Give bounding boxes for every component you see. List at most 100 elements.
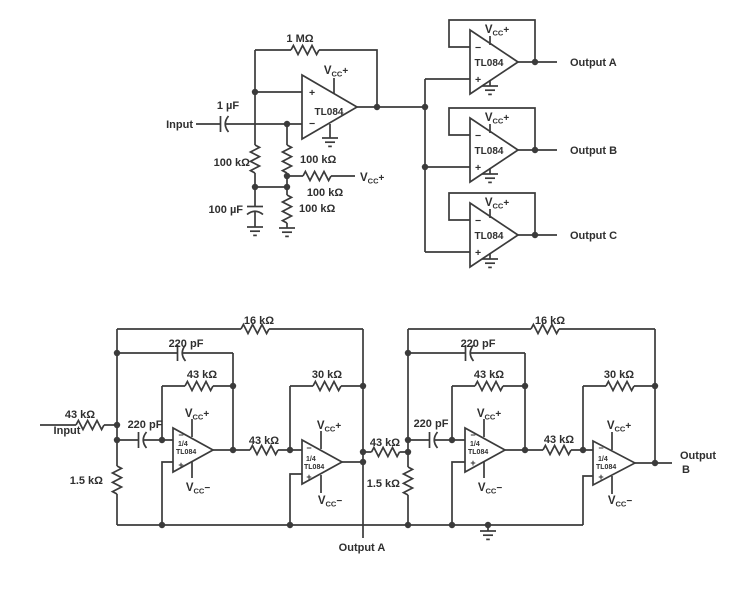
wire-bot-30k-1 bbox=[289, 385, 363, 450]
opamp-1 bbox=[172, 426, 215, 474]
pin-plus-buffer-b: + bbox=[475, 162, 481, 174]
label-43k-fb-1: 43 kΩ bbox=[187, 369, 217, 381]
part-label-buffer-c: TL084 bbox=[475, 231, 504, 242]
pin-minus-op4: − bbox=[598, 443, 603, 453]
label-43k-series-3: 43 kΩ bbox=[544, 434, 574, 446]
label-43k-series-2: 43 kΩ bbox=[370, 437, 400, 449]
label-output-b-top: Output B bbox=[570, 145, 617, 157]
vcc-plus-label-buffer-a: VCC+ bbox=[485, 24, 510, 38]
label-30k-2: 30 kΩ bbox=[604, 369, 634, 381]
pin-plus-op4: + bbox=[598, 472, 603, 482]
pin-plus-buffer-a: + bbox=[475, 74, 481, 86]
label-100k-supply: 100 kΩ bbox=[307, 187, 344, 199]
resistor-30k-2 bbox=[605, 378, 635, 394]
ground-bias-divider bbox=[278, 227, 296, 238]
ground-buffer-a bbox=[481, 85, 499, 96]
pin-plus-main: + bbox=[309, 87, 315, 99]
resistor-43k-fb-1 bbox=[184, 378, 214, 394]
part-label-op1: TL084 bbox=[176, 449, 196, 456]
wire-bot-noninv-1 bbox=[161, 461, 173, 525]
label-1uf: 1 µF bbox=[217, 100, 240, 112]
opamp-buffer-c bbox=[469, 201, 520, 269]
vcc-minus-label-op1: VCC− bbox=[186, 482, 211, 496]
vcc-minus-label-op3: VCC− bbox=[478, 482, 503, 496]
label-43k-input: 43 kΩ bbox=[65, 409, 95, 421]
label-top-input: Input bbox=[166, 119, 193, 131]
vcc-plus-label-buffer-b: VCC+ bbox=[485, 112, 510, 126]
vcc-plus-label-op2: VCC+ bbox=[317, 420, 342, 434]
fraction-label-op1: 1/4 bbox=[178, 441, 188, 448]
opamp-3 bbox=[464, 426, 507, 474]
label-1mohm: 1 MΩ bbox=[286, 33, 313, 45]
pin-minus-buffer-c: − bbox=[475, 215, 481, 227]
fraction-label-op4: 1/4 bbox=[598, 456, 608, 463]
label-bot-input: Input bbox=[54, 425, 81, 437]
resistor-100k-left bbox=[247, 144, 263, 174]
part-label-buffer-a: TL084 bbox=[475, 58, 504, 69]
pin-plus-buffer-c: + bbox=[475, 247, 481, 259]
part-label-op4: TL084 bbox=[596, 464, 616, 471]
fraction-label-op3: 1/4 bbox=[470, 441, 480, 448]
resistor-43k-fb-2 bbox=[474, 378, 504, 394]
part-label-buffer-b: TL084 bbox=[475, 146, 504, 157]
wire-bot-noninv-4 bbox=[582, 475, 593, 525]
part-label-main: TL084 bbox=[315, 107, 344, 118]
pin-minus-main: − bbox=[309, 118, 315, 130]
ground-bias-cap bbox=[246, 226, 264, 237]
label-output-a-top: Output A bbox=[570, 57, 617, 69]
wire-bot-noninv-3 bbox=[451, 461, 465, 525]
label-100k-left: 100 kΩ bbox=[214, 157, 251, 169]
vcc-plus-label-op4: VCC+ bbox=[607, 420, 632, 434]
vcc-minus-label-op4: VCC− bbox=[608, 495, 633, 509]
label-100uf: 100 µF bbox=[209, 204, 244, 216]
label-output-b-line2: B bbox=[682, 464, 690, 476]
label-43k-series-1: 43 kΩ bbox=[249, 435, 279, 447]
resistor-100k-mid bbox=[279, 144, 295, 174]
ground-main-opamp bbox=[321, 137, 339, 148]
ground-rail bbox=[479, 530, 497, 541]
resistor-30k-1 bbox=[312, 378, 342, 394]
part-label-op3: TL084 bbox=[468, 449, 488, 456]
wire-buffer-a-feedback bbox=[448, 19, 536, 62]
opamp-buffer-a bbox=[469, 28, 520, 96]
label-220pf-fb-1: 220 pF bbox=[169, 338, 204, 350]
opamp-2 bbox=[301, 438, 344, 486]
wire-bot-30k-2 bbox=[582, 385, 655, 450]
pin-plus-op1: + bbox=[178, 460, 183, 470]
label-30k-1: 30 kΩ bbox=[312, 369, 342, 381]
label-1k5-1: 1.5 kΩ bbox=[70, 475, 103, 487]
vcc-plus-label-op1: VCC+ bbox=[185, 408, 210, 422]
wire-buffer-b-feedback bbox=[448, 107, 536, 150]
opamp-buffer-b bbox=[469, 116, 520, 184]
vcc-plus-label-main: VCC+ bbox=[324, 65, 349, 79]
label-100k-mid: 100 kΩ bbox=[300, 154, 337, 166]
ground-buffer-b bbox=[481, 173, 499, 184]
part-label-op2: TL084 bbox=[304, 464, 324, 471]
wire-buffer-c-feedback bbox=[448, 192, 536, 235]
wire-top-feedback bbox=[255, 49, 378, 107]
vcc-plus-label-bias: VCC+ bbox=[360, 172, 385, 186]
pin-minus-buffer-b: − bbox=[475, 130, 481, 142]
resistor-100k-supply bbox=[302, 168, 332, 184]
label-output-a-bottom: Output A bbox=[339, 542, 386, 554]
vcc-minus-label-op2: VCC− bbox=[318, 495, 343, 509]
pin-plus-op2: + bbox=[306, 472, 311, 482]
pin-minus-op2: − bbox=[306, 443, 311, 453]
wire-bot-noninv-2 bbox=[289, 473, 302, 525]
junction-dots bbox=[113, 58, 659, 529]
vcc-plus-label-op3: VCC+ bbox=[477, 408, 502, 422]
label-220pf-series-2: 220 pF bbox=[414, 418, 449, 430]
fraction-label-op2: 1/4 bbox=[306, 456, 316, 463]
ground-buffer-c bbox=[481, 258, 499, 269]
label-output-c-top: Output C bbox=[570, 230, 617, 242]
opamp-4 bbox=[592, 439, 637, 487]
label-43k-fb-2: 43 kΩ bbox=[474, 369, 504, 381]
label-1k5-2: 1.5 kΩ bbox=[367, 478, 400, 490]
opamp-main bbox=[301, 73, 359, 141]
pin-plus-op3: + bbox=[470, 458, 475, 468]
resistor-100k-lower bbox=[279, 194, 295, 224]
pin-minus-buffer-a: − bbox=[475, 42, 481, 54]
label-220pf-series-1: 220 pF bbox=[128, 419, 163, 431]
